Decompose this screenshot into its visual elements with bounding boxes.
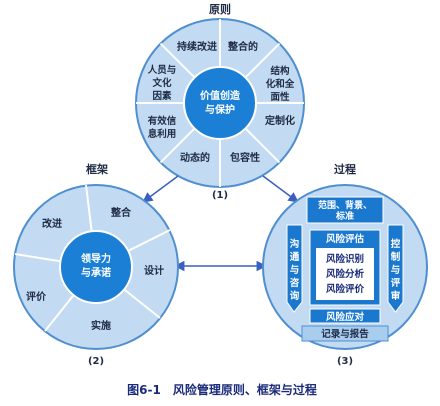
framework-title: 框架 <box>86 162 108 176</box>
framework-center-line2: 与承诺 <box>81 266 111 279</box>
process-title: 过程 <box>334 162 356 176</box>
arrow-principles-to-process <box>262 175 299 203</box>
process-comm-char5: 询 <box>290 290 300 302</box>
principles-group: 原则 价值创造 与保护 整合的 结构 化和全 面性 定制化 包容性 动态的 有效… <box>135 3 305 201</box>
framework-implementation: 实施 <box>91 319 111 332</box>
principle-inclusive: 包容性 <box>230 151 260 164</box>
process-treatment: 风险应对 <box>326 311 365 323</box>
process-scope-line2: 标准 <box>335 210 354 222</box>
process-comm-char2: 通 <box>290 252 300 263</box>
principles-center-line2: 与保护 <box>205 103 235 116</box>
process-recording: 记录与报告 <box>321 328 369 340</box>
principle-continual-improvement: 持续改进 <box>177 40 217 53</box>
process-review-char3: 与 <box>391 264 401 276</box>
principles-center-line1: 价值创造 <box>200 89 241 102</box>
framework-integration: 整合 <box>110 206 132 219</box>
framework-evaluation: 评价 <box>26 290 47 303</box>
process-review-arrow <box>387 224 404 313</box>
process-group: 过程 范围、背景、 标准 风险评估 风险识别 风险分析 风险评价 风险应对 沟 … <box>262 162 428 367</box>
principle-structured-3: 面性 <box>270 91 290 103</box>
process-comm-char3: 与 <box>290 264 300 276</box>
principle-human-1: 人员与 <box>148 64 177 76</box>
process-review-char5: 审 <box>391 290 401 302</box>
figure-caption: 图6-1 风险管理原则、框架与过程 <box>127 382 317 397</box>
process-recording-bar <box>301 325 389 342</box>
framework-number: (2) <box>88 356 104 367</box>
process-assessment-inner <box>316 248 374 300</box>
principle-customized: 定制化 <box>265 114 295 127</box>
principle-integrated: 整合的 <box>227 40 258 53</box>
process-communication-arrow <box>286 224 303 313</box>
process-scope-box <box>306 196 384 224</box>
principle-structured-1: 结构 <box>269 65 290 77</box>
process-assessment-title: 风险评估 <box>326 233 365 245</box>
process-comm-char1: 沟 <box>290 238 300 250</box>
principle-dynamic: 动态的 <box>180 151 210 164</box>
process-treatment-box <box>309 308 381 324</box>
principle-info-2: 息利用 <box>148 128 177 140</box>
process-review-char2: 制 <box>391 251 401 263</box>
process-review-char1: 控 <box>391 238 401 250</box>
principles-number: (1) <box>212 190 228 201</box>
process-scope-line1: 范围、背景、 <box>318 199 372 211</box>
principle-human-3: 因素 <box>152 90 172 102</box>
principle-structured-2: 化和全 <box>266 78 295 90</box>
principle-info-1: 有效信 <box>148 115 177 127</box>
connector-arrows <box>142 175 299 272</box>
principle-human-2: 文化 <box>151 77 172 89</box>
process-risk-evaluation: 风险评价 <box>326 283 365 295</box>
process-risk-identification: 风险识别 <box>326 253 364 265</box>
process-risk-analysis: 风险分析 <box>326 268 365 280</box>
framework-center <box>59 230 133 304</box>
framework-design: 设计 <box>144 264 164 277</box>
framework-improvement: 改进 <box>42 217 62 230</box>
process-comm-char4: 咨 <box>290 277 300 289</box>
process-review-char4: 评 <box>391 277 401 289</box>
process-number: (3) <box>337 356 353 367</box>
framework-group: 框架 领导力 与承诺 整合 设计 实施 评价 改进 (2) <box>13 162 179 367</box>
principles-center <box>183 66 257 140</box>
framework-center-line1: 领导力 <box>81 252 111 265</box>
arrow-principles-to-framework <box>142 175 179 203</box>
principles-title: 原则 <box>209 3 231 16</box>
